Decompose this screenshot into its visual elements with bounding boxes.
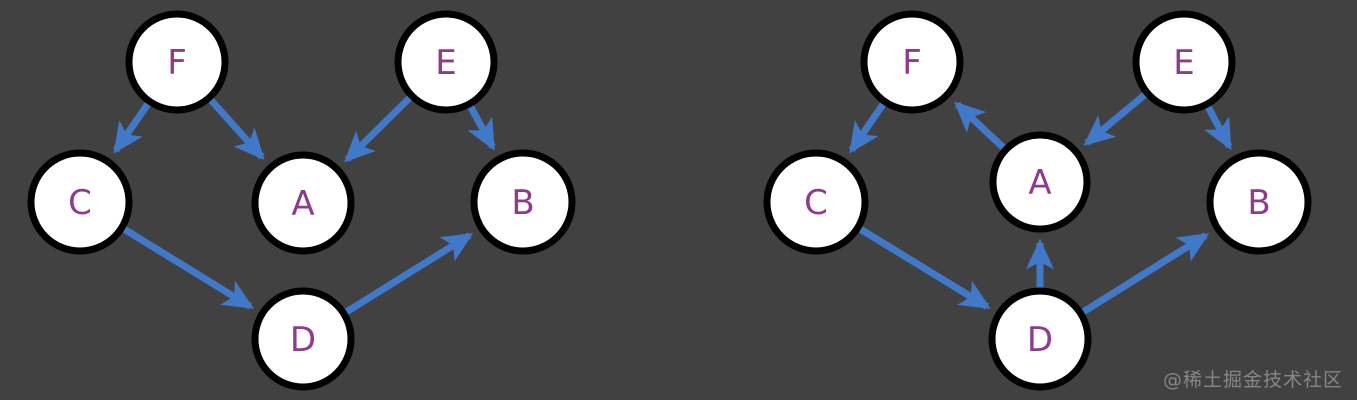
watermark-label: @稀土掘金技术社区: [1162, 369, 1343, 391]
node-label-F: F: [167, 43, 187, 83]
node-label-C: C: [804, 183, 828, 223]
node-circle-B: [1206, 149, 1312, 255]
node-circle-E: [1132, 10, 1236, 114]
node-left-graph-E[interactable]: E: [394, 10, 498, 114]
node-label-D: D: [290, 320, 316, 360]
edge-right-graph-E-to-A: [1083, 91, 1148, 146]
edge-right-graph-C-to-D: [858, 226, 991, 310]
edge-right-graph-D-to-B: [1081, 232, 1210, 315]
node-label-E: E: [1173, 43, 1194, 83]
node-label-B: B: [1247, 183, 1270, 223]
node-right-graph-C[interactable]: C: [763, 149, 869, 255]
edge-left-graph-F-to-C: [113, 101, 151, 154]
edge-left-graph-F-to-A: [208, 97, 265, 160]
node-circle-C: [763, 149, 869, 255]
node-circle-B: [470, 149, 576, 255]
node-left-graph-F[interactable]: F: [125, 10, 229, 114]
node-left-graph-D[interactable]: D: [251, 287, 355, 391]
edge-left-graph-E-to-A: [344, 95, 413, 163]
edge-left-graph-D-to-B: [344, 232, 474, 316]
edges-group: [113, 91, 1233, 316]
node-right-graph-E[interactable]: E: [1132, 10, 1236, 114]
node-right-graph-D[interactable]: D: [988, 287, 1092, 391]
node-left-graph-A[interactable]: A: [251, 151, 355, 255]
node-circle-F: [860, 10, 964, 114]
node-label-B: B: [511, 183, 534, 223]
node-circle-D: [988, 287, 1092, 391]
node-label-A: A: [291, 184, 314, 224]
edge-right-graph-E-to-B: [1204, 105, 1233, 151]
edge-right-graph-A-to-F: [954, 101, 1006, 151]
edge-left-graph-C-to-D: [122, 226, 254, 310]
node-right-graph-B[interactable]: B: [1206, 149, 1312, 255]
node-left-graph-C[interactable]: C: [27, 149, 133, 255]
node-circle-A: [251, 151, 355, 255]
node-right-graph-A[interactable]: A: [989, 131, 1091, 233]
node-circle-F: [125, 10, 229, 114]
node-label-C: C: [68, 183, 92, 223]
nodes-group: F E C A B D F E C A B D: [27, 10, 1312, 391]
node-label-E: E: [435, 43, 456, 83]
node-label-F: F: [902, 43, 922, 83]
node-circle-C: [27, 149, 133, 255]
node-label-A: A: [1028, 163, 1051, 203]
node-left-graph-B[interactable]: B: [470, 149, 576, 255]
edge-left-graph-E-to-B: [467, 105, 496, 151]
edge-right-graph-F-to-C: [848, 102, 887, 154]
node-circle-D: [251, 287, 355, 391]
node-right-graph-F[interactable]: F: [860, 10, 964, 114]
node-label-D: D: [1027, 320, 1053, 360]
node-circle-E: [394, 10, 498, 114]
node-circle-A: [989, 131, 1091, 233]
